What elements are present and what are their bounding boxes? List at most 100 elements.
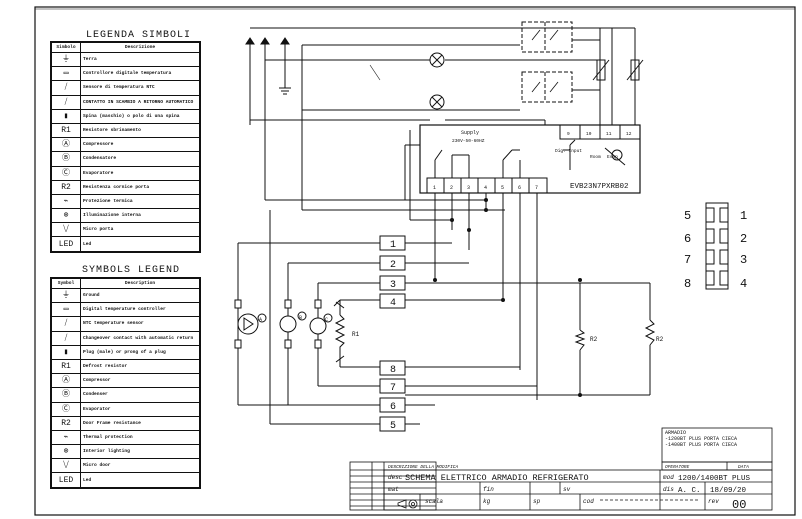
legend-description: Illuminazione interna bbox=[80, 208, 200, 224]
terminal-5: 5 bbox=[501, 185, 504, 191]
designer-value: A. C. bbox=[678, 487, 701, 495]
compressor-icon: Ⓐ bbox=[51, 137, 81, 153]
legend-description: Condensatore bbox=[80, 151, 200, 167]
legend-symbol: R2 bbox=[51, 415, 81, 431]
ntc-sensor-icon bbox=[592, 59, 610, 81]
terminal-2: 2 bbox=[450, 185, 453, 191]
note-line-1: -1200BT PLUS PORTA CIECA bbox=[665, 436, 737, 442]
compressor-label: A bbox=[259, 317, 262, 323]
r2-resistor-icon bbox=[574, 329, 586, 351]
legend-row: ⌁Protezione termica bbox=[51, 193, 200, 210]
title-block bbox=[349, 427, 773, 511]
condenser-icon bbox=[279, 299, 307, 349]
legend-description: Condenser bbox=[80, 387, 200, 403]
legend-row: ▭Controllore digitale temperatura bbox=[51, 66, 200, 82]
supply-lines bbox=[245, 27, 635, 200]
legend-description: Plug (male) or prong of a plug bbox=[80, 344, 200, 360]
mat-label: mat bbox=[388, 486, 399, 493]
r2-label-a: R2 bbox=[590, 336, 598, 343]
legend-description: Ground bbox=[80, 287, 200, 304]
legend-en-title: SYMBOLS LEGEND bbox=[82, 265, 181, 276]
drawing-description: SCHEMA ELETTRICO ARMADIO REFRIGERATO bbox=[405, 473, 589, 483]
evaporator-icon: Ⓒ bbox=[51, 165, 81, 181]
legend-description: Defrost resistor bbox=[80, 358, 200, 375]
micro-door-icon bbox=[531, 81, 559, 93]
projection-symbol-icon bbox=[397, 499, 418, 509]
scala-label: scala bbox=[425, 498, 443, 505]
date-value: 18/09/20 bbox=[710, 487, 747, 495]
connector-pin-4: 4 bbox=[740, 277, 747, 291]
legend-row: ⊗Interior lighting bbox=[51, 444, 200, 460]
legend-description: Door Frame resistance bbox=[80, 415, 200, 431]
connector-pin-8: 8 bbox=[684, 277, 691, 291]
legend-description: Micro door bbox=[80, 458, 200, 474]
operatore-label: OPERATORE bbox=[665, 464, 690, 470]
dig-input-label: Dig. Input bbox=[555, 148, 582, 154]
compressor-icon bbox=[234, 299, 267, 349]
legend-symbol: R1 bbox=[51, 122, 81, 139]
terminal-6: 6 bbox=[518, 185, 521, 191]
legend-description: Compressore bbox=[80, 137, 200, 153]
plug-icon: ▮ bbox=[51, 108, 81, 124]
legend-description: Led bbox=[80, 236, 200, 252]
connector-icon bbox=[705, 202, 729, 290]
fin-label: fin bbox=[483, 486, 494, 493]
sp-label: sp bbox=[533, 498, 541, 505]
legend-description: Terra bbox=[80, 51, 200, 68]
legend-description: Digital temperature controller bbox=[80, 302, 200, 318]
lamp-icon bbox=[429, 94, 445, 110]
thermal-protection-icon: ⌁ bbox=[51, 429, 81, 446]
legend-description: Sensore di temperatura NTC bbox=[80, 80, 200, 96]
controller-wiring bbox=[249, 110, 546, 400]
dis-label: dis bbox=[663, 486, 674, 493]
legend-description: Changeover contact with automatic return bbox=[80, 330, 200, 346]
legend-symbol: LED bbox=[51, 472, 81, 488]
legend-en-col-symbol: Symbol bbox=[51, 278, 81, 289]
r2-resistor-icon bbox=[644, 319, 656, 346]
changeover-contact-icon: ⧸ bbox=[51, 94, 81, 110]
r1-resistor-icon bbox=[334, 314, 346, 360]
legend-en-col-desc: Description bbox=[80, 278, 200, 289]
evaporator-icon bbox=[309, 299, 333, 349]
legend-description: CONTATTO IN SCAMBIO A RITORNO AUTOMATICO bbox=[80, 94, 200, 110]
legend-description: Resistenza cornice porta bbox=[80, 179, 200, 195]
legend-row: ⏚Terra bbox=[51, 51, 200, 68]
arrow-icon bbox=[245, 37, 255, 45]
evaporator-label: C bbox=[325, 317, 328, 323]
terminal-block-5: 5 bbox=[390, 421, 396, 432]
terminal-block-7: 7 bbox=[390, 383, 396, 394]
legend-description: Compressor bbox=[80, 373, 200, 389]
micro-door-icon: ⧹⧸ bbox=[51, 222, 81, 238]
terminal-block-1: 1 bbox=[390, 240, 396, 251]
micro-door-icon bbox=[531, 29, 559, 41]
legend-description: Interior lighting bbox=[80, 444, 200, 460]
ground-icon: ⏚ bbox=[51, 287, 81, 304]
legend-row: ⏚Ground bbox=[51, 287, 200, 304]
ntc-sensor-icon: ⧸ bbox=[51, 316, 81, 332]
legend-it-title: LEGENDA SIMBOLI bbox=[86, 30, 192, 41]
legend-row: ⧸Sensore di temperatura NTC bbox=[51, 80, 200, 96]
terminal-block-6: 6 bbox=[390, 402, 396, 413]
terminal-4: 4 bbox=[484, 185, 487, 191]
terminal-1: 1 bbox=[433, 185, 436, 191]
r1-label: R1 bbox=[352, 331, 360, 338]
condenser-label: B bbox=[299, 315, 302, 321]
legend-description: Resistore sbrinamento bbox=[80, 122, 200, 139]
supply-value: 230V-50-60HZ bbox=[452, 138, 485, 144]
model-value: 1200/1400BT PLUS bbox=[678, 475, 751, 483]
legend-row: ⌁Thermal protection bbox=[51, 429, 200, 446]
legend-row: ▭Digital temperature controller bbox=[51, 302, 200, 318]
micro-door-switch-bottom bbox=[521, 71, 573, 103]
legend-row: ⧹⧸Micro door bbox=[51, 458, 200, 474]
kg-label: kg bbox=[483, 498, 491, 505]
ntc-sensor-icon: ⧸ bbox=[51, 80, 81, 96]
evap-label: Evap bbox=[607, 154, 618, 160]
controller-model: EVB23N7PXRB02 bbox=[570, 183, 629, 191]
